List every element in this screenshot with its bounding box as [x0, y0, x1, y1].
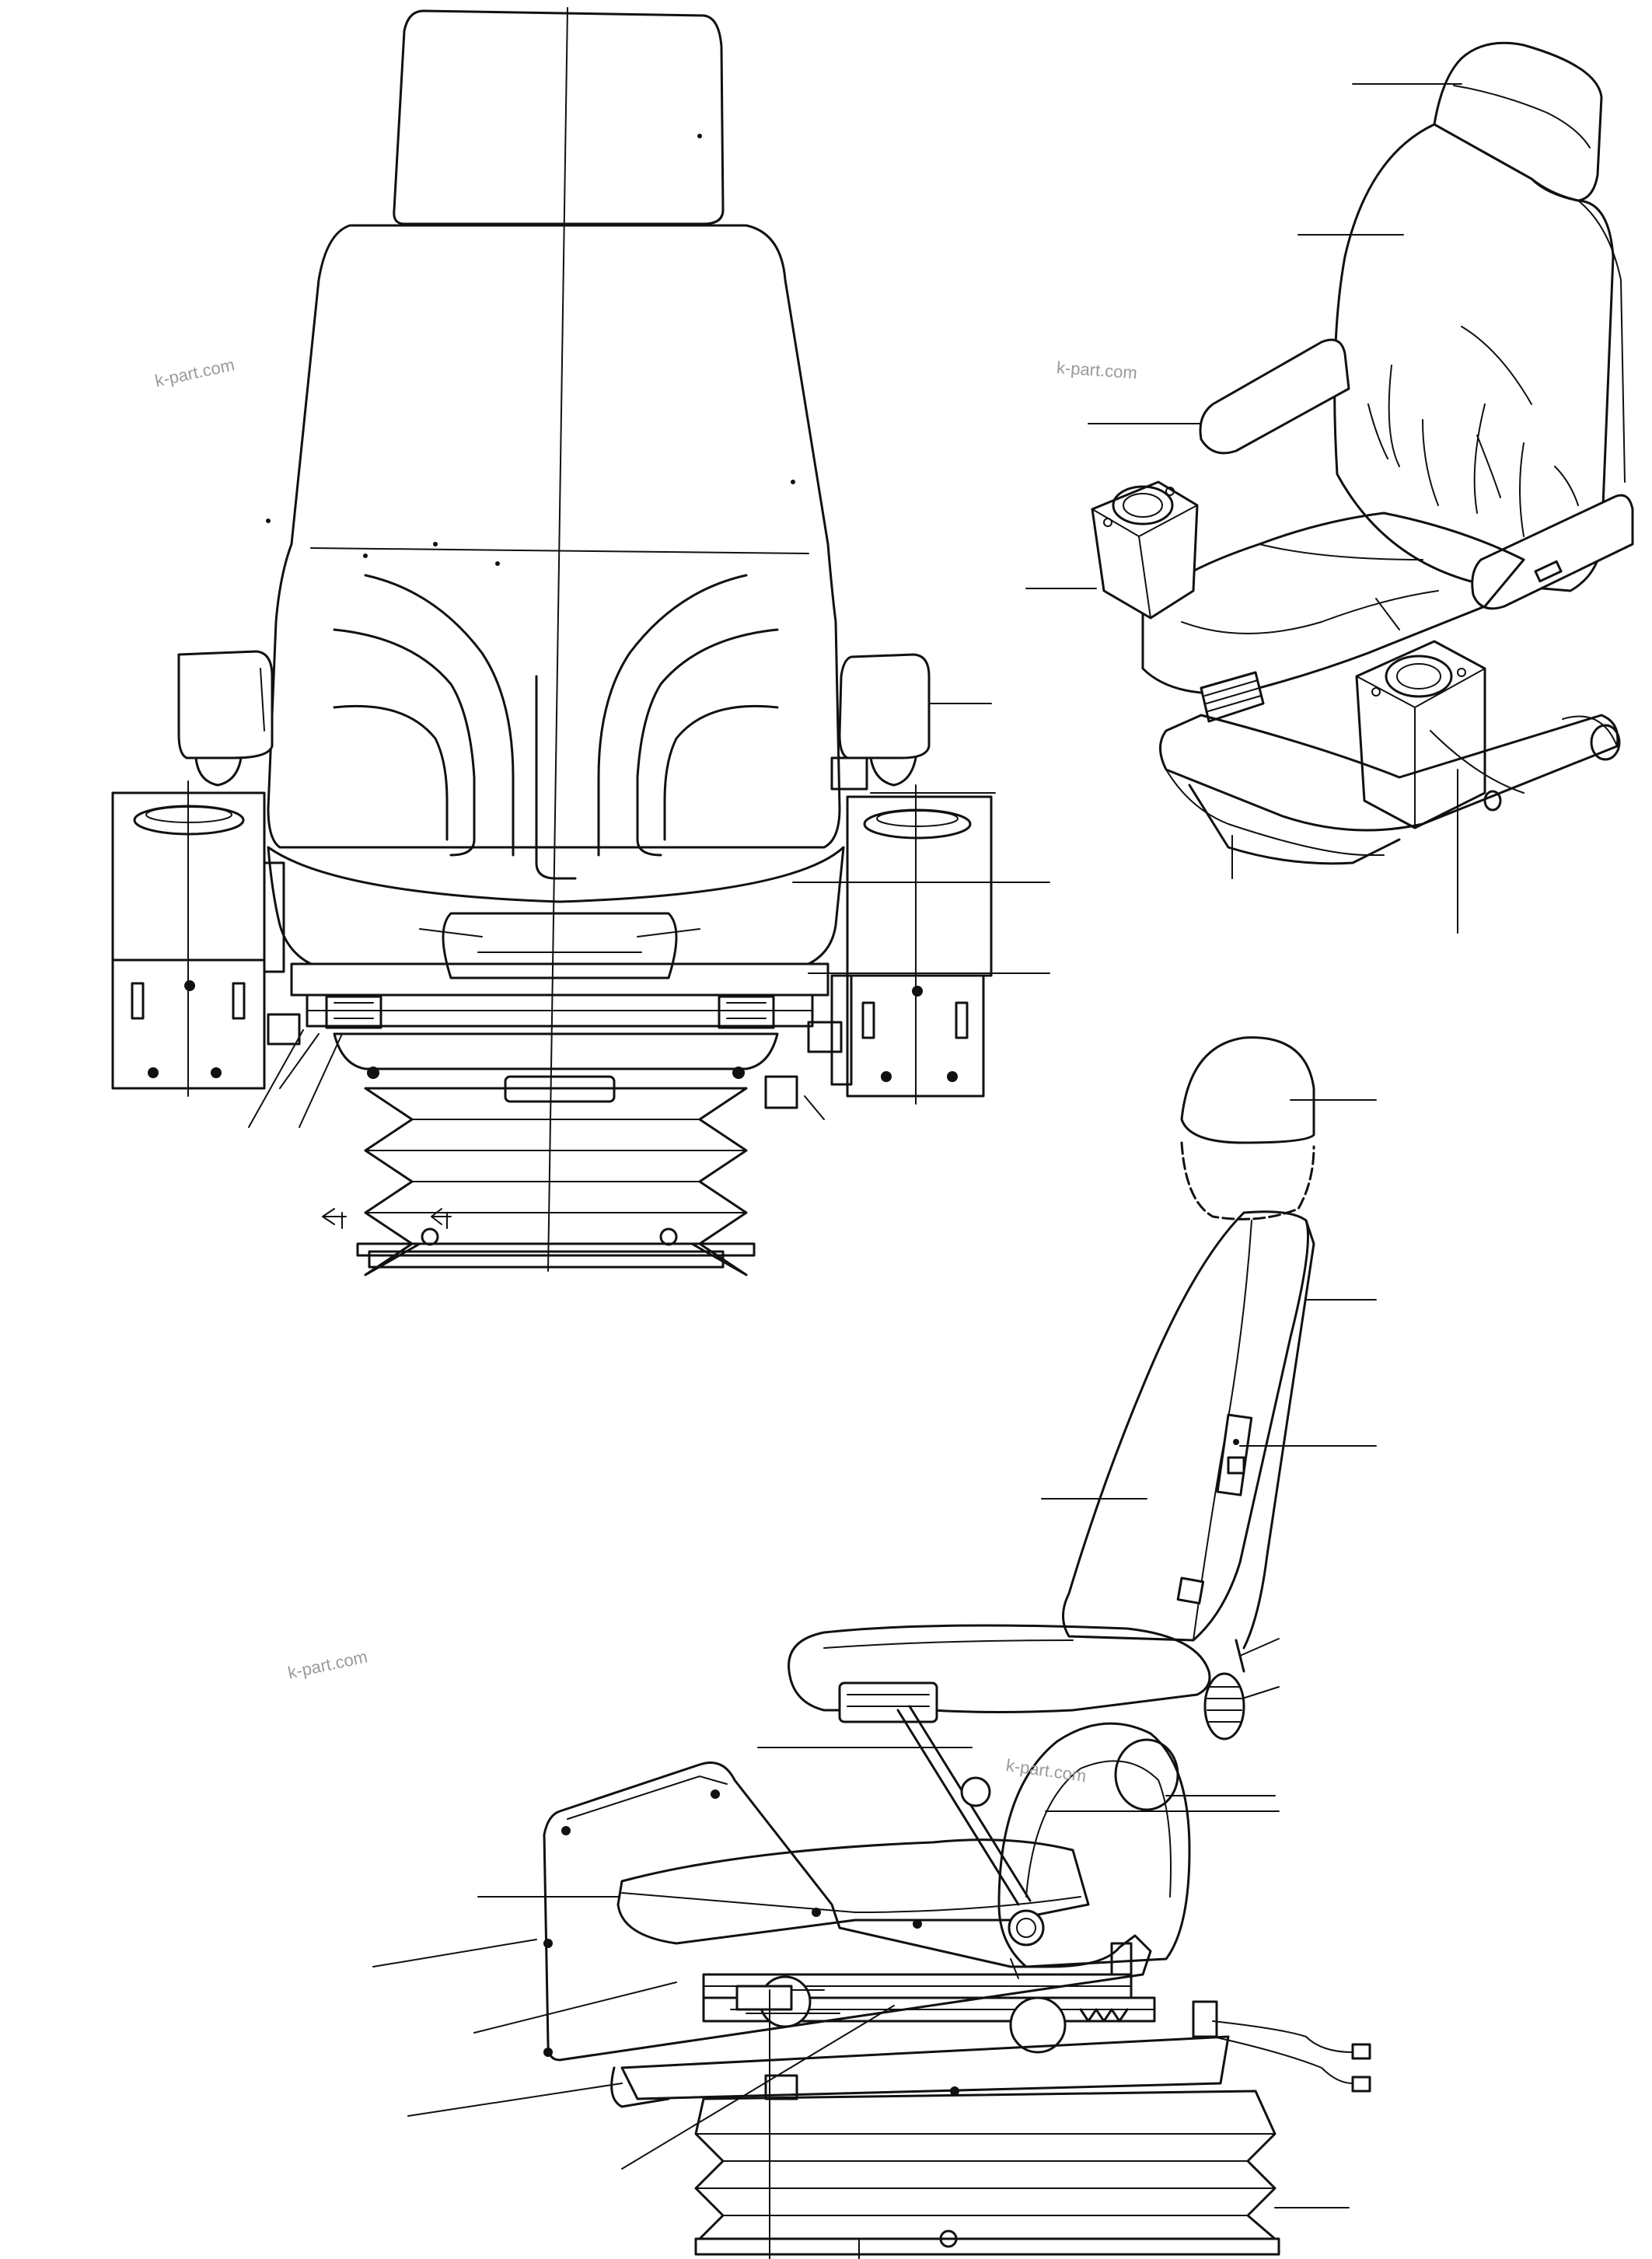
side-lumbar-switch	[1216, 1413, 1253, 1496]
front-headrest	[393, 9, 725, 225]
side-leader-lines	[372, 1099, 1377, 2259]
front-left-armrest	[177, 650, 274, 759]
side-wiring-harness	[1192, 2000, 1371, 2093]
side-seat-cushion	[788, 1624, 1211, 1713]
front-left-console	[111, 780, 285, 1097]
iso-left-console	[1091, 480, 1199, 620]
front-right-bracket	[718, 995, 775, 1029]
front-seat-adjust-pad	[442, 912, 678, 979]
front-right-console	[830, 784, 993, 1105]
side-headrest	[1180, 1036, 1315, 1144]
side-bellows	[694, 2090, 1280, 2256]
front-bellows	[356, 1087, 756, 1276]
front-seat-cushion	[267, 846, 845, 965]
side-slide-rails	[702, 1942, 1156, 2054]
front-left-bracket	[325, 995, 382, 1029]
side-backrest	[1062, 1210, 1309, 1642]
side-suspension	[610, 1975, 1230, 2108]
iso-backrest-flutes	[1367, 326, 1579, 537]
iso-right-armrest	[1471, 494, 1634, 610]
front-base-plate	[368, 1250, 725, 1269]
side-view	[372, 1036, 1377, 2259]
side-console	[543, 1761, 1152, 2062]
front-center-line	[547, 7, 568, 1272]
front-suspension-plate	[333, 1032, 779, 1070]
iso-leader-lines	[1025, 83, 1462, 934]
iso-right-console	[1355, 598, 1486, 829]
iso-backrest	[1333, 123, 1615, 592]
side-seat-pan	[616, 1838, 1090, 1945]
front-backrest	[267, 224, 841, 849]
front-view	[111, 7, 1050, 1276]
front-seat-frame	[290, 962, 829, 997]
iso-left-armrest	[1199, 338, 1350, 455]
side-belt-bracket	[997, 1722, 1191, 1968]
front-leader-lines	[248, 703, 1050, 1128]
isometric-view	[1025, 41, 1634, 934]
front-backrest-flutes	[333, 574, 779, 880]
iso-headrest	[1433, 41, 1603, 202]
front-right-armrest	[838, 653, 931, 759]
side-recline-knob	[1203, 1639, 1245, 1741]
side-armrest	[838, 1681, 938, 1723]
front-view-specks	[266, 134, 795, 566]
side-gas-strut	[896, 1705, 1045, 1947]
iso-front-grille	[1200, 671, 1265, 723]
